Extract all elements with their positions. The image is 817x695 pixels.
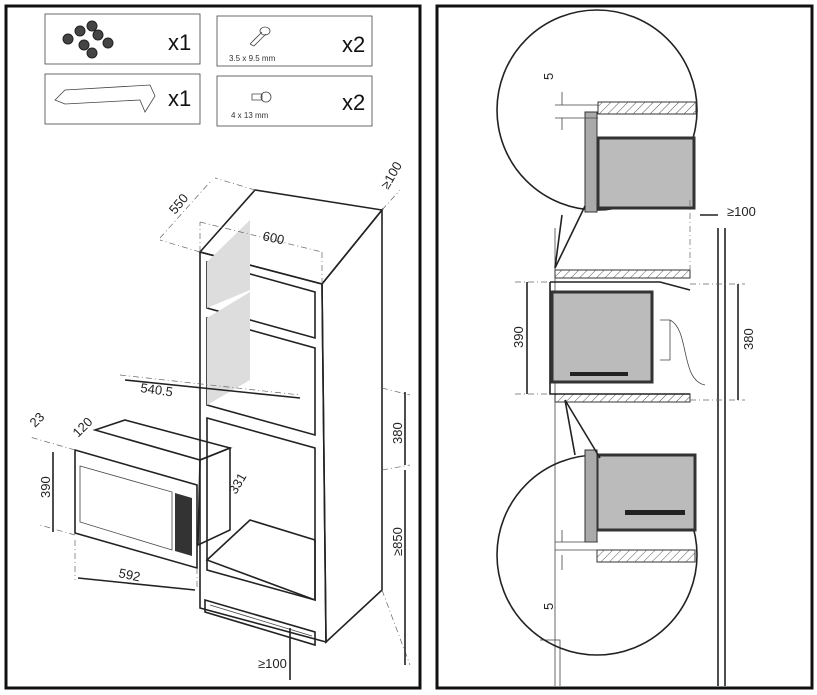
dim-rear-clearance: ≥100 xyxy=(727,204,756,219)
screw-icon xyxy=(251,91,272,103)
dim-niche-height: 380 xyxy=(741,328,756,350)
accessory-qty: x2 xyxy=(342,32,365,57)
door-window xyxy=(79,465,173,551)
dim-appliance-depth: 540.5 xyxy=(140,380,174,399)
right-dimension-labels: 5 ≥100 390 380 5 xyxy=(511,73,756,610)
dimension-lines xyxy=(29,177,411,680)
screw-size: 3.5 x 9.5 mm xyxy=(229,54,276,63)
left-panel: x1 3.5 x 9.5 mm x2 x1 4 x 13 mm x2 xyxy=(4,4,422,690)
screw-size: 4 x 13 mm xyxy=(231,111,269,120)
detail-circle-top xyxy=(496,9,698,269)
dim-niche-height: 380 xyxy=(390,422,405,444)
accessory-screw-small: 3.5 x 9.5 mm x2 xyxy=(216,15,373,67)
dim-floor-height: ≥850 xyxy=(390,527,405,556)
bracket-icon xyxy=(54,84,156,113)
dim-cabinet-width: 600 xyxy=(261,228,285,247)
accessory-qty: x2 xyxy=(342,90,365,115)
right-dimension-lines xyxy=(515,200,745,401)
dim-plinth-clearance: ≥100 xyxy=(258,656,287,671)
microwave-side-view xyxy=(549,281,706,395)
dim-gap-top: 5 xyxy=(541,73,556,80)
detail-circle-bottom xyxy=(496,399,698,656)
accessory-bracket: x1 xyxy=(44,73,201,125)
right-panel: 5 ≥100 390 380 5 xyxy=(435,4,814,690)
accessory-qty: x1 xyxy=(168,86,191,111)
screw-icon xyxy=(249,26,271,47)
control-panel xyxy=(175,493,192,556)
accessory-screw-large: 4 x 13 mm x2 xyxy=(216,75,373,127)
tall-cabinet xyxy=(198,189,384,647)
dim-gap-bottom: 5 xyxy=(541,603,556,610)
accessory-wall-plugs: x1 xyxy=(44,13,201,65)
dimension-labels: 550 600 ≥100 540.5 23 120 390 331 592 38… xyxy=(27,159,405,671)
dim-front-width: 592 xyxy=(117,565,141,584)
dim-appliance-height: 390 xyxy=(511,326,526,348)
wall-plugs-icon xyxy=(62,20,114,59)
dim-front-height: 390 xyxy=(38,476,53,498)
accessory-qty: x1 xyxy=(168,30,191,55)
